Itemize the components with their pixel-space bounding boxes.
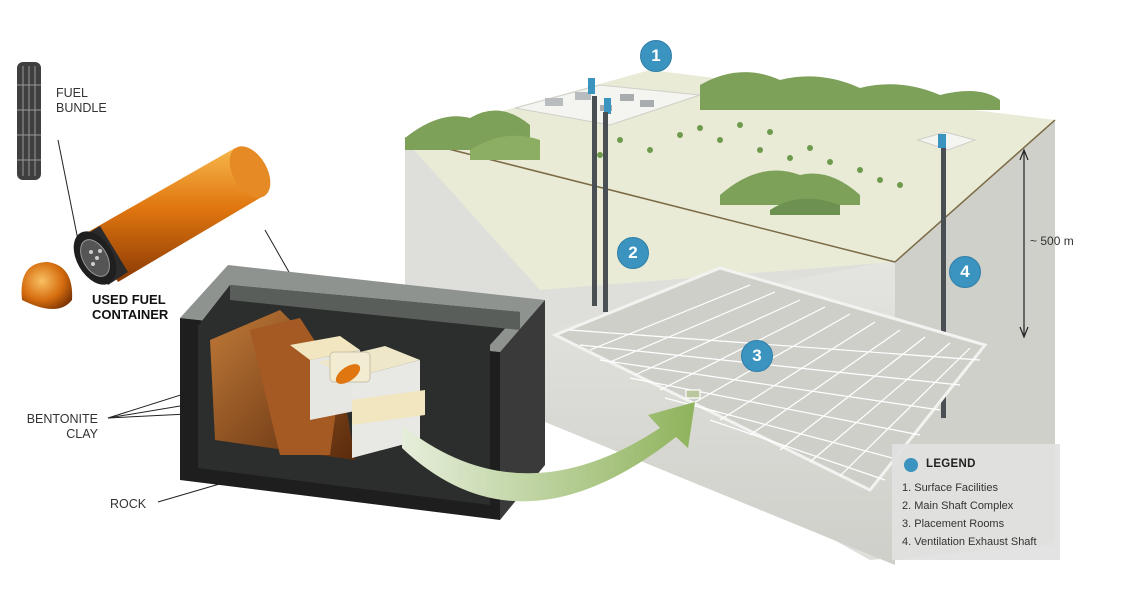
legend-item: 1. Surface Facilities [902, 482, 998, 494]
legend-item: 2. Main Shaft Complex [902, 500, 1014, 512]
placement-rooms [551, 266, 988, 492]
used-fuel-container-label: USED FUEL CONTAINER [92, 292, 169, 322]
depth-arrow [1019, 148, 1029, 339]
legend: LEGEND 1. Surface Facilities 2. Main Sha… [892, 444, 1060, 560]
depth-label: ~ 500 m [1030, 234, 1074, 248]
used-fuel-container [73, 146, 271, 285]
rock-label: ROCK [110, 497, 147, 511]
legend-item: 3. Placement Rooms [902, 518, 1005, 530]
marker-placement-rooms: 3 [741, 340, 773, 372]
shafts [592, 96, 946, 418]
trees [597, 122, 903, 188]
link-arrow [402, 402, 695, 502]
bentonite-clay-label: BENTONITE CLAY [26, 412, 98, 441]
fuel-bundle-label: FUEL BUNDLE [56, 86, 107, 115]
container-cap [21, 262, 73, 309]
hills [405, 72, 1000, 215]
legend-title: LEGEND [926, 458, 976, 470]
marker-surface-facilities: 1 [640, 40, 672, 72]
fuel-bundle [17, 62, 41, 180]
legend-marker-icon [904, 458, 918, 472]
legend-item: 4. Ventilation Exhaust Shaft [902, 536, 1037, 548]
ground-surface [405, 70, 1055, 290]
surface-facilities [514, 78, 977, 151]
placement-room-cutaway [180, 265, 545, 520]
marker-ventilation-shaft: 4 [949, 256, 981, 288]
marker-main-shaft: 2 [617, 237, 649, 269]
